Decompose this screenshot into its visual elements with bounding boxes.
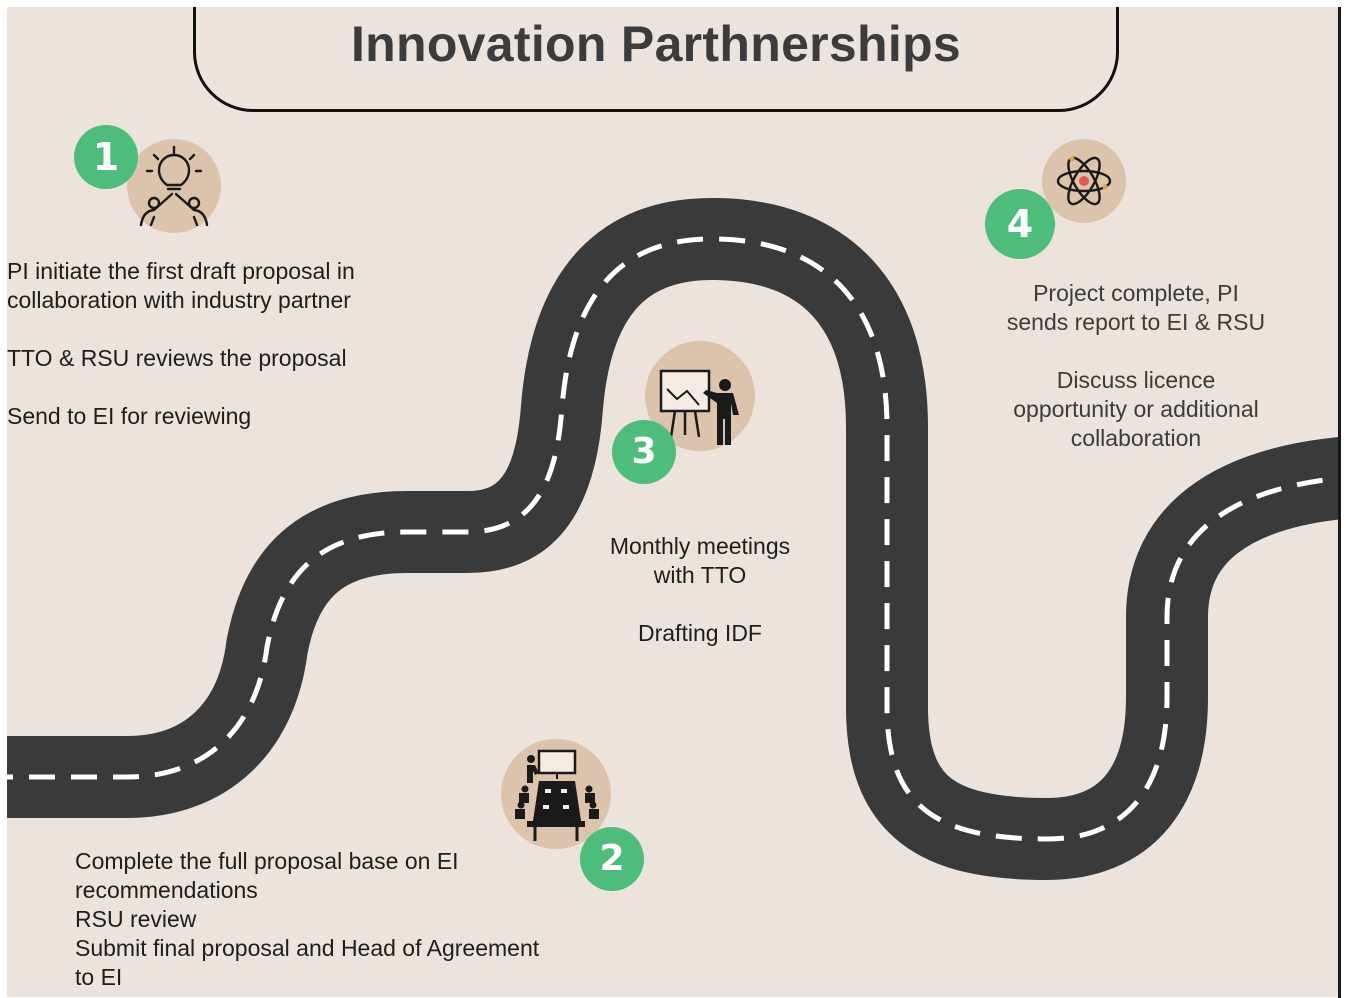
step-1-line: collaboration with industry partner — [7, 287, 351, 313]
step-3-line: Monthly meetings — [609, 533, 791, 559]
step-3-badge: 3 — [612, 420, 676, 484]
title-frame: Innovation Parthnerships — [193, 7, 1119, 112]
step-3-line — [589, 590, 811, 619]
step-4-line — [975, 337, 1297, 366]
road-center-dashes — [7, 236, 1339, 842]
step-2-line: to EI — [75, 964, 123, 990]
page-title: Innovation Parthnerships — [350, 16, 962, 72]
lightbulb-collaboration-icon — [139, 145, 209, 227]
step-1-line: Send to EI for reviewing — [7, 403, 252, 429]
meeting-table-icon — [515, 749, 599, 841]
frame-right-border — [1338, 7, 1341, 998]
step-2-line: recommendations — [75, 877, 258, 903]
step-3-icon-circle — [645, 341, 755, 451]
step-1-description: PI initiate the first draft proposal in … — [7, 257, 355, 431]
step-2-line: Complete the full proposal base on EI — [75, 848, 459, 874]
step-1-badge: 1 — [74, 125, 138, 189]
step-2-icon-circle — [501, 739, 611, 849]
step-4-badge: 4 — [985, 189, 1055, 259]
atom-icon — [1056, 156, 1112, 206]
step-3-line: with TTO — [653, 562, 747, 588]
step-4-line: Project complete, PI — [1033, 280, 1239, 306]
step-2-description: Complete the full proposal base on EI re… — [75, 847, 539, 992]
step-4-line: collaboration — [1070, 425, 1202, 451]
step-1-line: PI initiate the first draft proposal in — [7, 258, 355, 284]
step-2-badge: 2 — [580, 827, 644, 891]
step-4-line: opportunity or additional — [1013, 396, 1259, 422]
step-4-line: sends report to EI & RSU — [1006, 309, 1266, 335]
step-1-line — [7, 373, 355, 402]
step-1-line — [7, 315, 355, 344]
step-2-line: RSU review — [75, 906, 197, 932]
step-3-description: Monthly meetings with TTO Drafting IDF — [589, 532, 811, 648]
step-4-line: Discuss licence — [1056, 367, 1216, 393]
step-1-line: TTO & RSU reviews the proposal — [7, 345, 347, 371]
presentation-board-icon — [659, 369, 739, 445]
winding-road — [7, 197, 1339, 880]
step-3-line: Drafting IDF — [638, 620, 762, 646]
step-2-line: Submit final proposal and Head of Agreem… — [75, 935, 540, 961]
diagram-canvas: Innovation Parthnerships 1 PI initiate t… — [7, 7, 1339, 997]
step-4-icon-circle — [1042, 139, 1126, 223]
step-1-icon-circle — [127, 139, 221, 233]
step-4-description: Project complete, PI sends report to EI … — [975, 279, 1297, 453]
